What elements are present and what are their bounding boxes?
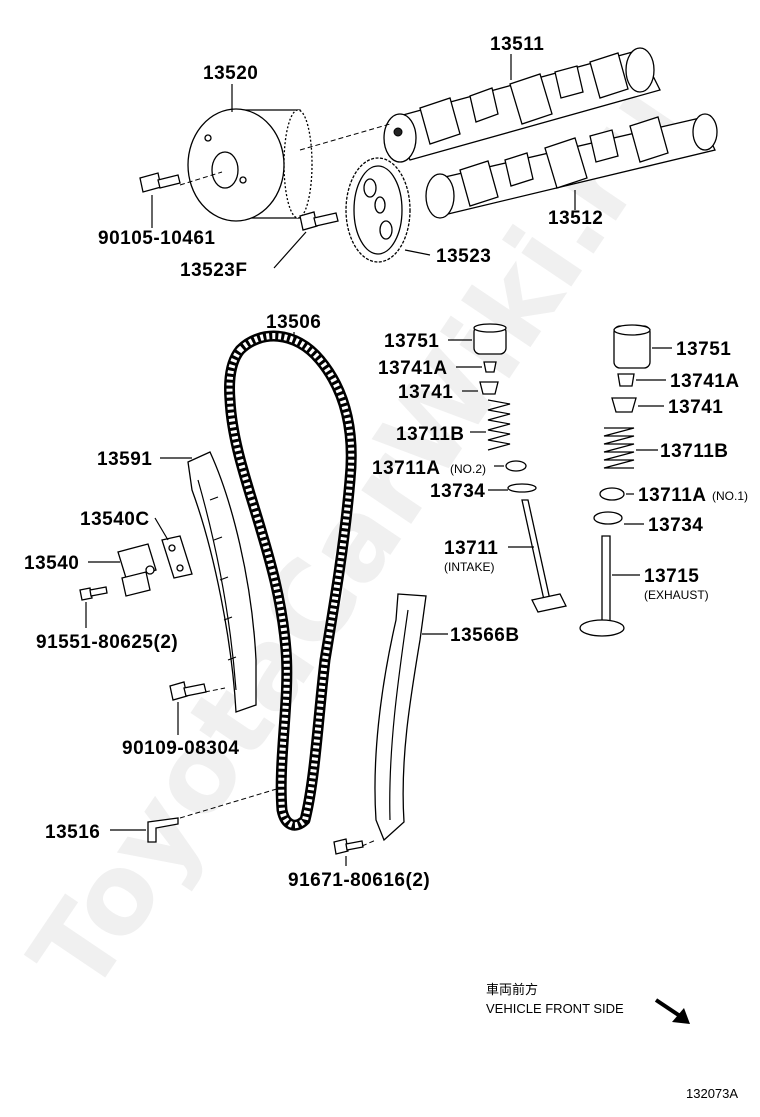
chain-slipper-13591 — [187, 451, 257, 713]
label-13711: 13711 — [444, 538, 498, 559]
label-13566B: 13566B — [450, 625, 520, 646]
chain-guide-13566B — [374, 593, 427, 842]
retainer-13741-exhaust — [611, 397, 637, 413]
retainer-13741-intake — [479, 381, 499, 395]
label-13711A-intake: 13711A — [372, 458, 441, 479]
seal-13734-intake — [507, 483, 537, 493]
keeper-13741A-exhaust — [617, 373, 635, 387]
lifter-13751-intake — [473, 323, 507, 355]
figure-id: 132073A — [686, 1086, 738, 1101]
label-13715-sub: (EXHAUST) — [644, 588, 709, 602]
label-13711A-exhaust-sub: (NO.1) — [712, 489, 748, 503]
seat-13711A-intake — [505, 460, 527, 472]
label-91671: 91671-80616(2) — [288, 870, 430, 891]
valve-13715-exhaust — [579, 535, 625, 637]
bolt-90105 — [139, 172, 181, 193]
lifter-13751-exhaust — [613, 324, 651, 369]
label-13741-exhaust: 13741 — [668, 397, 723, 418]
bolt-91671 — [333, 838, 364, 855]
direction-en: VEHICLE FRONT SIDE — [486, 1001, 624, 1016]
keeper-13741A-intake — [483, 361, 497, 373]
label-13741A-exhaust: 13741A — [670, 371, 740, 392]
spring-13711B-intake — [487, 399, 511, 451]
pin-13516 — [147, 817, 179, 843]
label-13734-exhaust: 13734 — [648, 515, 703, 536]
bolt-13523F — [299, 211, 339, 231]
label-13711A-intake-sub: (NO.2) — [450, 462, 486, 476]
label-13540: 13540 — [24, 553, 79, 574]
gasket-13540C — [161, 535, 193, 579]
seat-13711A-exhaust — [599, 487, 625, 501]
label-13540C: 13540C — [80, 509, 150, 530]
label-13511: 13511 — [490, 34, 544, 55]
label-13711B-exhaust: 13711B — [660, 441, 729, 462]
label-13734-intake: 13734 — [430, 481, 485, 502]
bolt-91551 — [79, 586, 108, 601]
label-13711B-intake: 13711B — [396, 424, 465, 445]
label-13512: 13512 — [548, 208, 603, 229]
label-13523: 13523 — [436, 246, 491, 267]
label-13741-intake: 13741 — [398, 382, 453, 403]
label-13741A-intake: 13741A — [378, 358, 448, 379]
seal-13734-exhaust — [593, 511, 623, 525]
sprocket-13523 — [345, 157, 411, 263]
bolt-90109 — [169, 681, 207, 701]
tensioner-13540 — [117, 543, 157, 597]
camshaft-13511 — [383, 47, 661, 163]
vvt-gear-13520 — [187, 108, 313, 222]
camshaft-13512 — [425, 113, 718, 219]
label-13523F: 13523F — [180, 260, 247, 281]
label-13711-sub: (INTAKE) — [444, 560, 494, 574]
direction-jp: 車両前方 — [486, 982, 538, 997]
direction-arrow-icon — [654, 998, 690, 1024]
label-13516: 13516 — [45, 822, 100, 843]
label-90109: 90109-08304 — [122, 738, 240, 759]
label-13520: 13520 — [203, 63, 258, 84]
label-13751-intake: 13751 — [384, 331, 439, 352]
label-13711A-exhaust: 13711A — [638, 485, 707, 506]
label-13591: 13591 — [97, 449, 152, 470]
label-13506: 13506 — [266, 312, 321, 333]
label-13751-exhaust: 13751 — [676, 339, 731, 360]
valve-13711-intake — [521, 499, 567, 613]
label-13715: 13715 — [644, 566, 699, 587]
label-91551: 91551-80625(2) — [36, 632, 178, 653]
spring-13711B-exhaust — [603, 427, 635, 469]
timing-chain-13506 — [224, 330, 357, 831]
label-90105: 90105-10461 — [98, 228, 216, 249]
